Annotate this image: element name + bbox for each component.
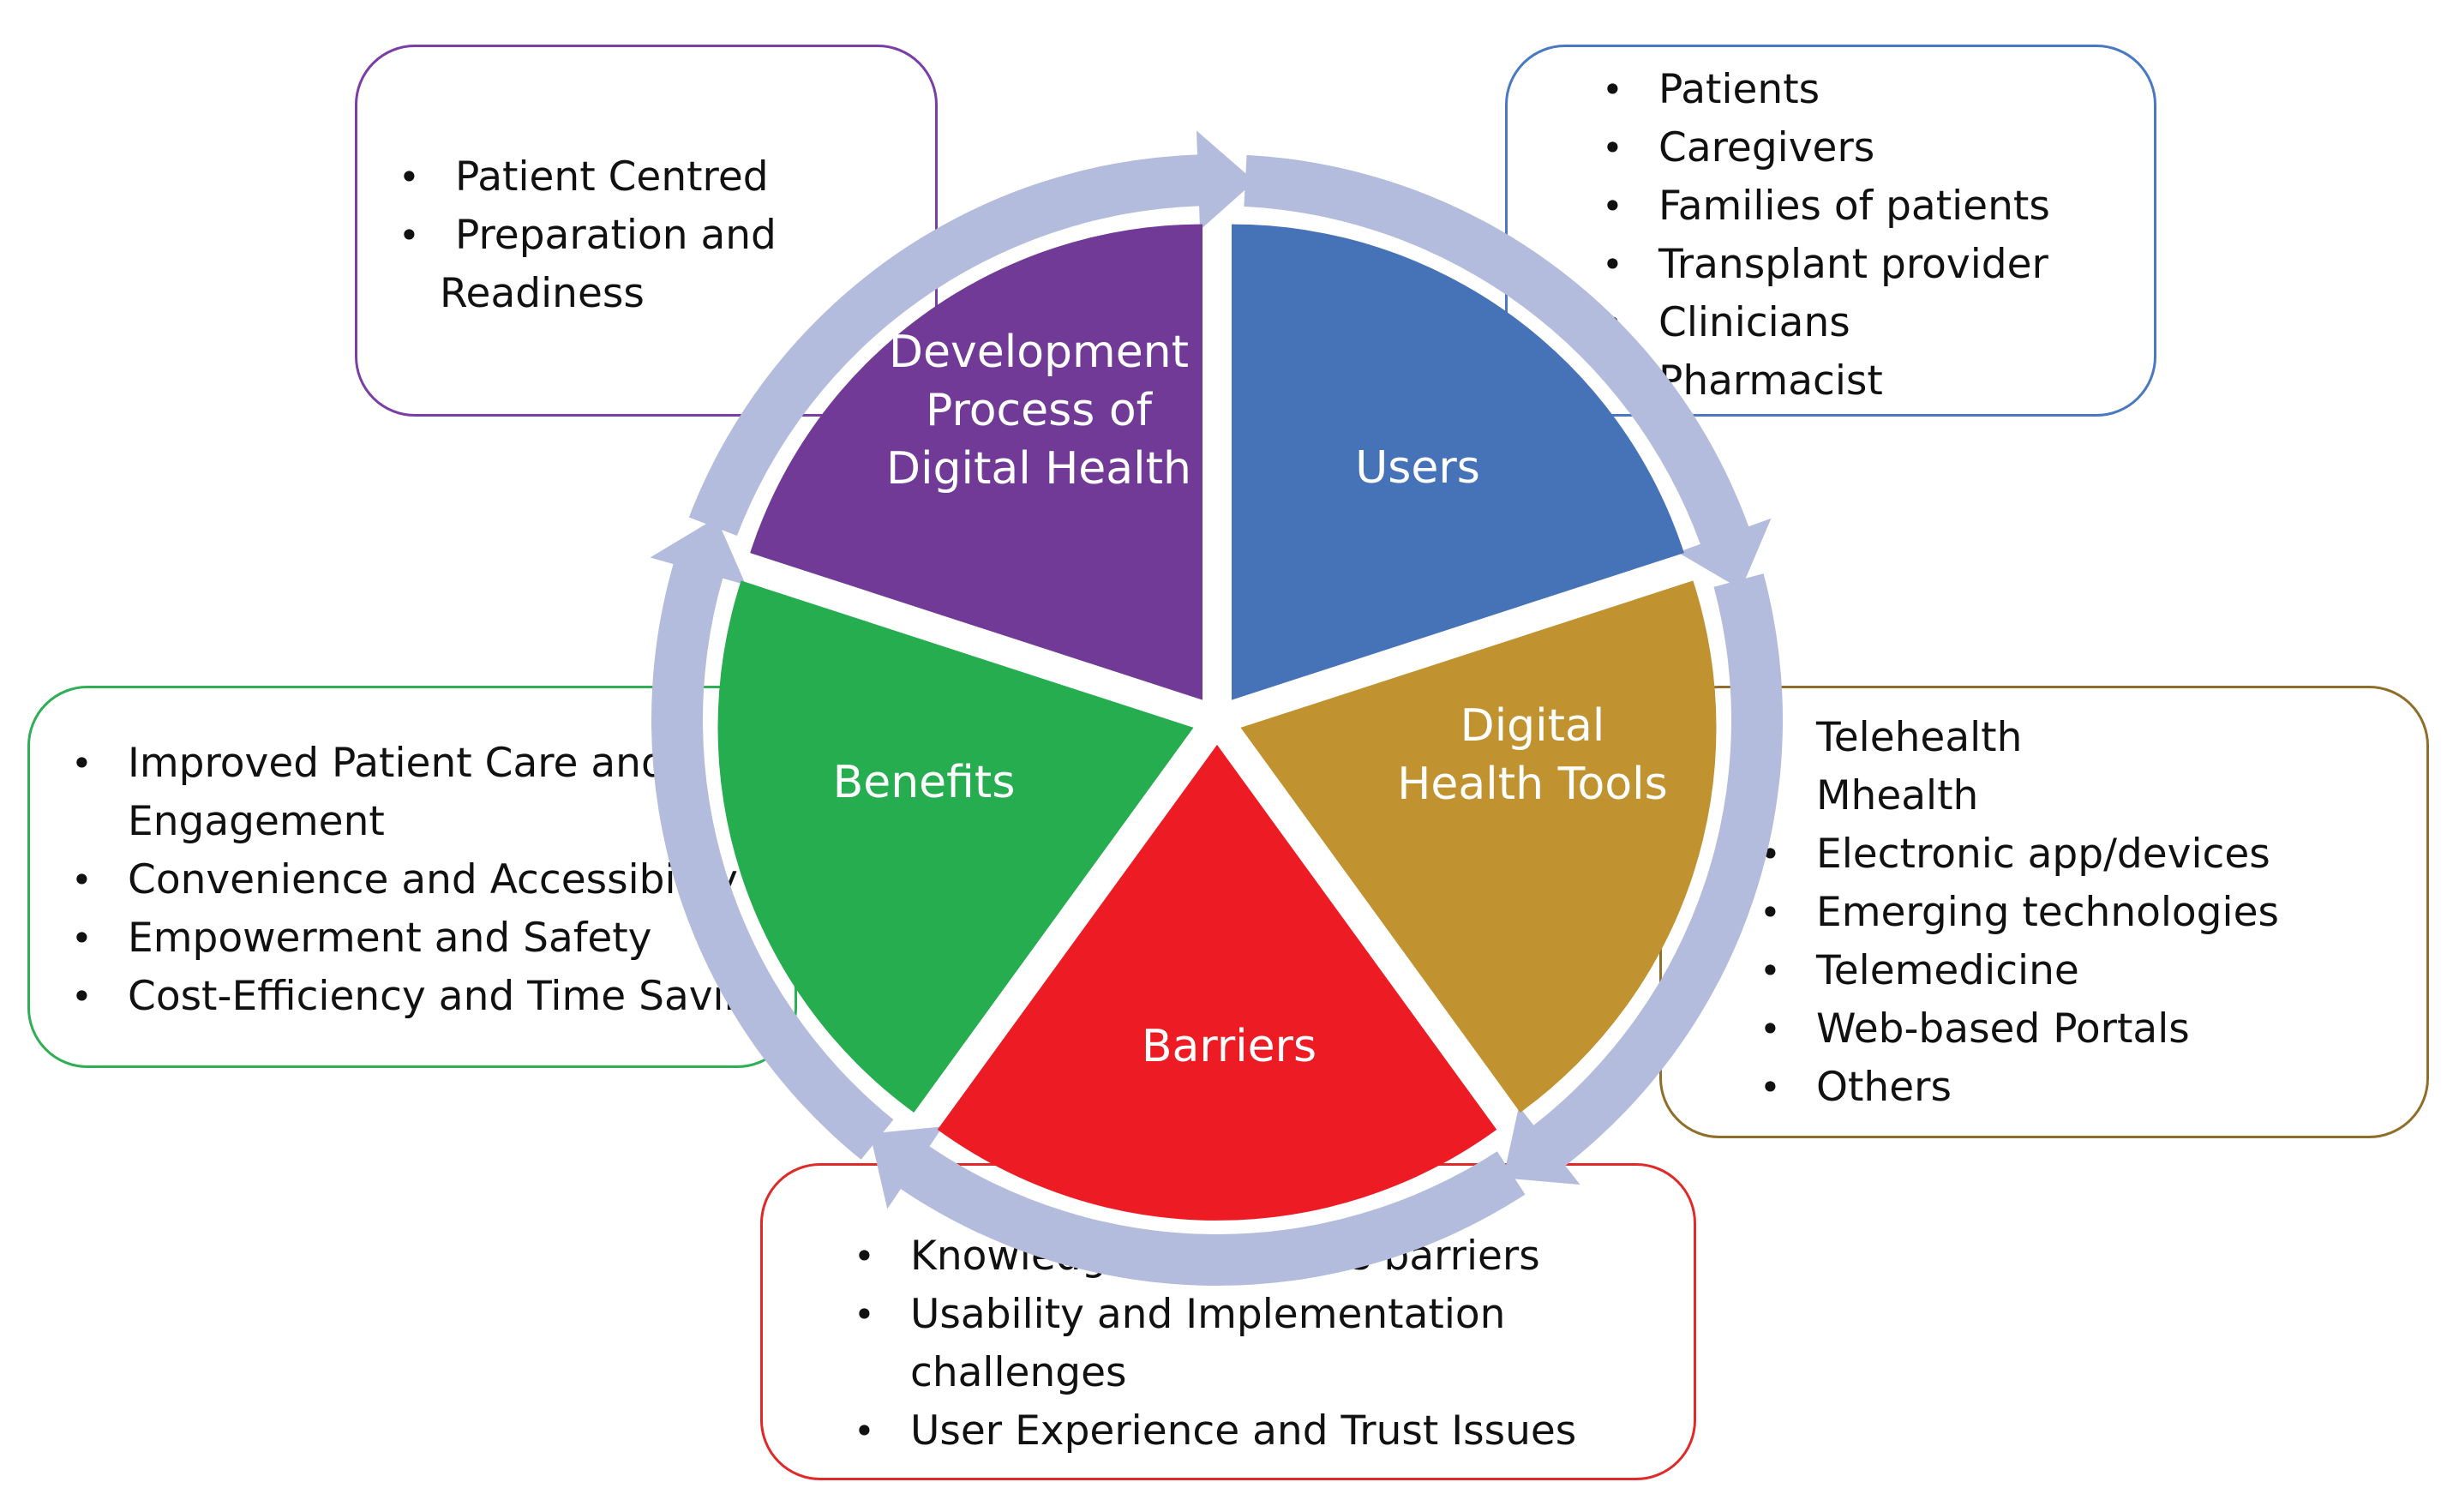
list-item: •Others bbox=[1760, 1064, 1952, 1111]
segment-benefits bbox=[717, 580, 1194, 1113]
list-item: •Caregivers bbox=[1602, 124, 1875, 171]
cycle-ring bbox=[650, 130, 1783, 1286]
development-process-list: •Patient Centred •Preparation and •Readi… bbox=[399, 148, 777, 323]
list-item: •Improved Patient Care and bbox=[71, 740, 667, 787]
segment-tools bbox=[1240, 580, 1717, 1113]
list-item: •Pharmacist bbox=[1658, 357, 1883, 405]
segment-label-users: Users bbox=[1355, 442, 1480, 494]
benefits-list: •Improved Patient Care and •Engagement •… bbox=[71, 735, 776, 1026]
ring-arrow-barriers bbox=[870, 1126, 1526, 1286]
ring-arrow-users bbox=[1244, 154, 1772, 590]
segment-dev bbox=[750, 224, 1203, 700]
segment-users bbox=[1232, 224, 1684, 700]
ring-arrow-benefits bbox=[650, 517, 894, 1160]
digital-health-tools-list: •Telehealth •Mhealth •Electronic app/dev… bbox=[1760, 709, 2279, 1117]
list-item: •User Experience and Trust Issues bbox=[854, 1407, 1577, 1455]
list-item: •Telemedicine bbox=[1760, 947, 2079, 994]
segment-label-tools: Health Tools bbox=[1397, 759, 1667, 810]
list-item: •Families of patients bbox=[1602, 183, 2050, 230]
list-item: •Web-based Portals bbox=[1760, 1005, 2190, 1053]
list-item: •challenges bbox=[910, 1349, 1127, 1396]
ring-arrow-tools bbox=[1502, 573, 1783, 1185]
list-item: •Readiness bbox=[440, 270, 645, 317]
segment-barriers bbox=[937, 744, 1497, 1221]
list-item: •Empowerment and Safety bbox=[71, 915, 652, 962]
segment-label-dev: Process of bbox=[926, 385, 1154, 436]
list-item: •Cost-Efficiency and Time Saving bbox=[71, 973, 776, 1020]
development-process-box: •Patient Centred •Preparation and •Readi… bbox=[355, 45, 938, 417]
list-item: •Convenience and Accessibility bbox=[71, 856, 738, 903]
list-item: •Engagement bbox=[128, 798, 385, 845]
list-item: •Preparation and bbox=[399, 212, 777, 259]
segment-label-dev: Digital Health bbox=[886, 443, 1191, 495]
segment-label-tools: Digital bbox=[1460, 700, 1605, 752]
users-list: •Patients •Caregivers •Families of patie… bbox=[1602, 61, 2050, 411]
digital-health-tools-box: •Telehealth •Mhealth •Electronic app/dev… bbox=[1659, 686, 2429, 1138]
segment-label-dev: Development bbox=[889, 327, 1189, 378]
segment-label-barriers: Barriers bbox=[1142, 1021, 1316, 1072]
ring-arrow-dev bbox=[688, 130, 1255, 536]
segment-label-benefits: Benefits bbox=[833, 757, 1016, 808]
list-item: •Transplant provider bbox=[1602, 241, 2048, 288]
list-item: •Usability and Implementation bbox=[854, 1291, 1506, 1338]
list-item: •Emerging technologies bbox=[1760, 889, 2279, 936]
list-item: •Patients bbox=[1602, 66, 1820, 113]
list-item: •Patient Centred bbox=[399, 153, 769, 201]
pie-segments bbox=[717, 224, 1717, 1221]
